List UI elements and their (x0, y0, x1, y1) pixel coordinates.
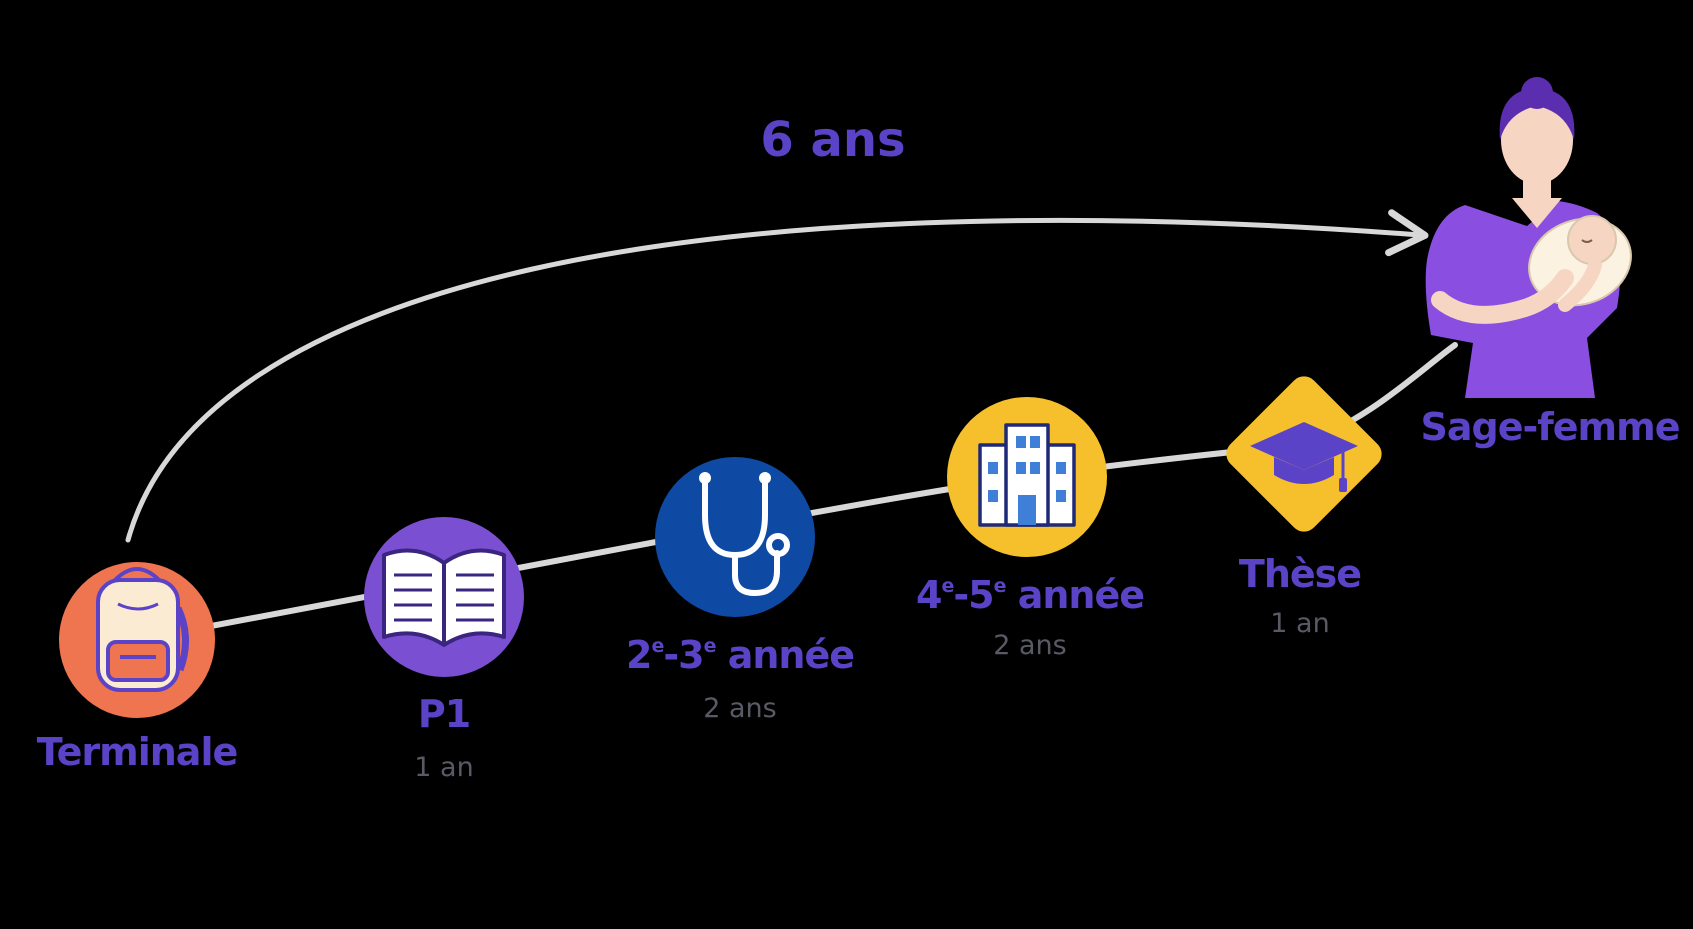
step-duration-p1: 1 an (414, 752, 474, 783)
stethoscope-icon (699, 472, 790, 597)
total-duration-label: 6 ans (760, 112, 906, 168)
total-duration-arc-arrow (125, 209, 1429, 543)
step-label-sage-femme: Sage-femme (1420, 405, 1680, 449)
backpack-icon (96, 567, 190, 692)
step-duration-these: 1 an (1270, 608, 1330, 639)
step-label-these: Thèse (1238, 552, 1362, 596)
open-book-icon (382, 548, 506, 647)
step-duration-y45: 2 ans (993, 630, 1067, 661)
step-duration-y23: 2 ans (703, 693, 777, 724)
hospital-icon (978, 423, 1076, 527)
step-label-y23: 2e-3e année (626, 633, 855, 677)
step-node-these (1226, 376, 1382, 532)
step-node-p1 (364, 517, 524, 677)
step-label-terminale: Terminale (36, 730, 239, 774)
step-label-p1: P1 (417, 692, 471, 736)
graduation-cap-icon (1250, 422, 1358, 492)
step-node-terminale (59, 562, 215, 718)
step-node-y23 (655, 457, 815, 617)
step-node-y45 (947, 397, 1107, 557)
step-label-y45: 4e-5e année (916, 573, 1145, 617)
midwife-holding-baby-icon (1425, 77, 1632, 398)
